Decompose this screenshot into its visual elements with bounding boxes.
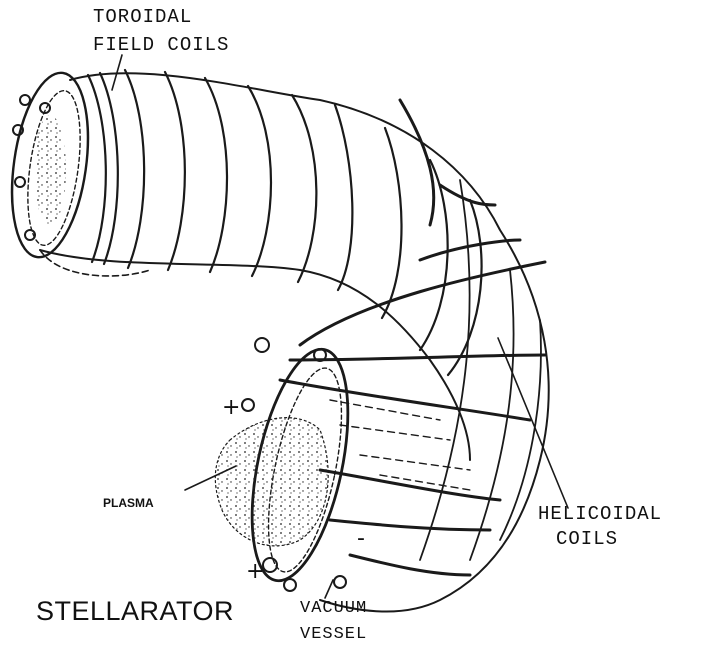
vacuum-label-line2: VESSEL <box>300 626 367 643</box>
plasma-label: PLASMA <box>103 497 154 509</box>
helicoidal-label-line2: COILS <box>556 530 618 549</box>
diagram-title: STELLARATOR <box>36 598 234 625</box>
coil-knob <box>15 177 25 187</box>
coil-knob <box>20 95 30 105</box>
coil-knob <box>263 558 277 572</box>
vacuum-label-line1: VACUUM <box>300 600 367 617</box>
coil-knob <box>255 338 269 352</box>
toroidal-label-line2: FIELD COILS <box>93 36 229 55</box>
toroidal-coils <box>88 70 316 282</box>
helicoidal-label-line1: HELICOIDAL <box>538 505 662 524</box>
back-end-plasma <box>34 115 66 225</box>
polarity-plus-upper: + <box>222 397 240 419</box>
coil-knob <box>334 576 346 588</box>
coil-knob <box>242 399 254 411</box>
coil-knob <box>284 579 296 591</box>
toroidal-label-line1: TOROIDAL <box>93 8 192 27</box>
polarity-minus: - <box>357 528 365 550</box>
vacuum-leader <box>325 580 333 598</box>
polarity-plus-lower: + <box>246 561 264 583</box>
